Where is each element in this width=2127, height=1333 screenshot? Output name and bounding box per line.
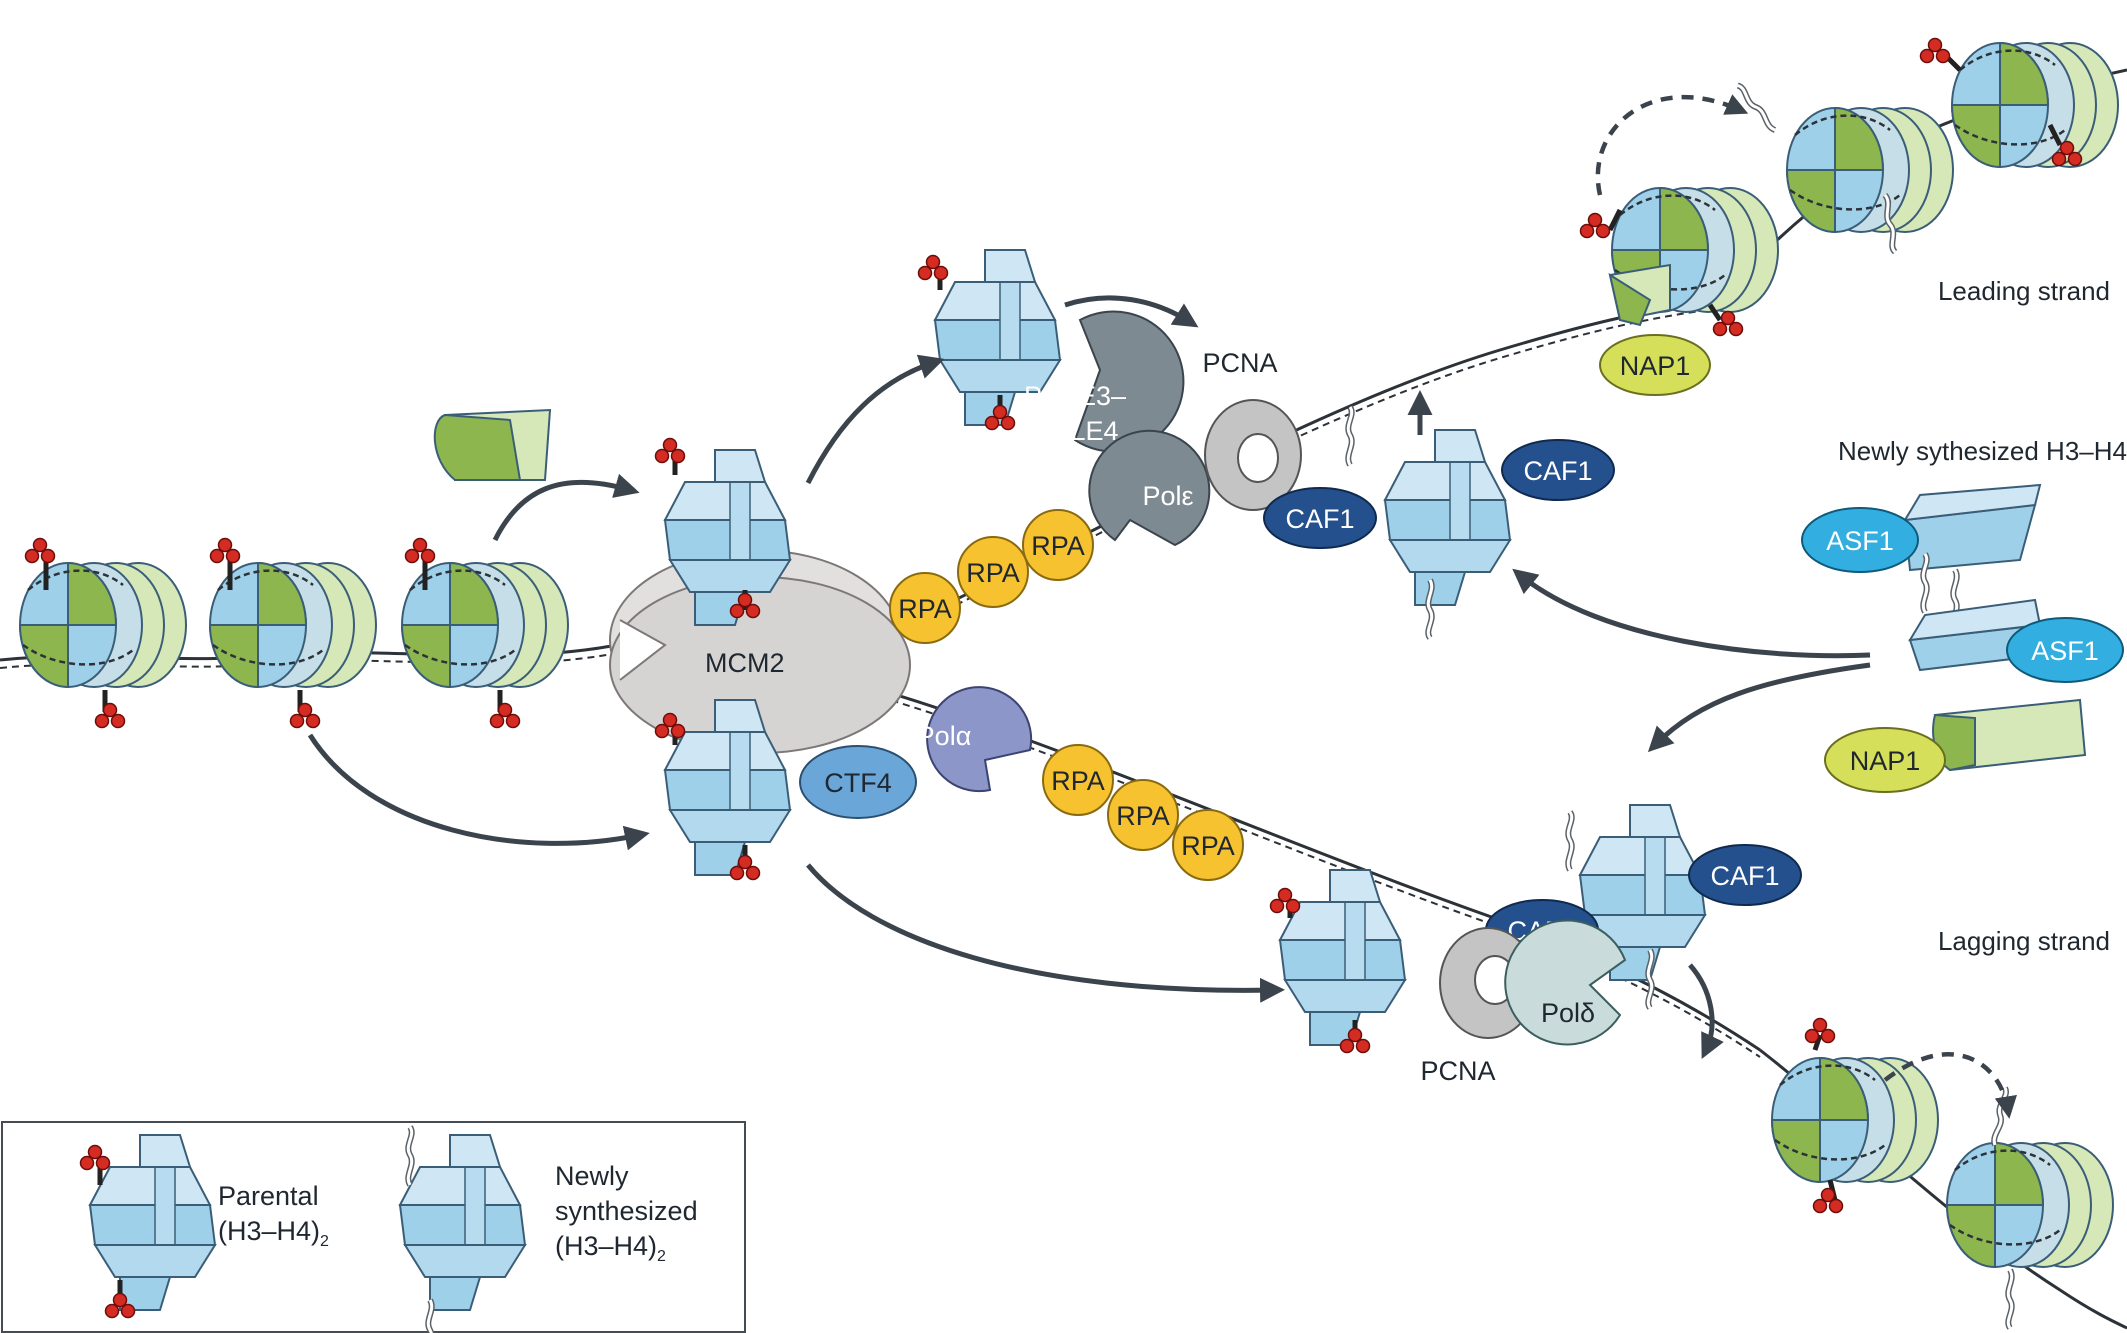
arrows xyxy=(307,94,2017,1119)
caf1-lagging-right: CAF1 xyxy=(1688,844,1802,906)
rpa-leading-1: RPA xyxy=(889,572,961,644)
pole34-label-line2: POLE4 xyxy=(1031,416,1118,446)
parental-h3h4-lagging xyxy=(1269,869,1406,1054)
leading-nucleosome-3 xyxy=(1919,37,2120,169)
rpa-lagging-2: RPA xyxy=(1107,779,1179,851)
legend-parental-line2: (H3–H4)2 xyxy=(218,1216,329,1250)
pcna-top-label: PCNA xyxy=(1202,348,1277,378)
svg-text:RPA: RPA xyxy=(1051,766,1105,796)
legend-new-line3: (H3–H4)2 xyxy=(555,1231,666,1265)
rpa-leading-3: RPA xyxy=(1022,509,1094,581)
rpa-lagging-group: RPA RPA RPA xyxy=(1042,744,1244,881)
parental-nucleosome-2 xyxy=(208,537,378,729)
nap1-free: NAP1 xyxy=(1824,698,2087,793)
pol-alpha-label: Polα xyxy=(917,721,972,751)
leading-strand-label: Leading strand xyxy=(1938,276,2110,306)
pcna-top: PCNA xyxy=(1202,348,1302,511)
svg-text:CAF1: CAF1 xyxy=(1523,456,1592,486)
rpa-lagging-3: RPA xyxy=(1172,809,1244,881)
caf1-leading-right: CAF1 xyxy=(1501,439,1615,501)
svg-text:ASF1: ASF1 xyxy=(2031,636,2099,666)
pol-alpha: Polα xyxy=(917,686,1033,793)
legend-new-line2: synthesized xyxy=(555,1196,698,1226)
lagging-nucleosome-2 xyxy=(1945,1088,2115,1328)
legend-parental-icon xyxy=(79,1134,216,1319)
lagging-strand-label: Lagging strand xyxy=(1938,926,2110,956)
asf1-new-h3h4-1: ASF1 xyxy=(1801,483,2042,628)
svg-text:RPA: RPA xyxy=(966,558,1020,588)
ctf4: CTF4 xyxy=(799,745,917,819)
nap1-leading: NAP1 xyxy=(1599,263,1711,396)
mcm2-label: MCM2 xyxy=(705,648,785,678)
pole34-label-line1: POLE3– xyxy=(1024,381,1126,411)
svg-text:RPA: RPA xyxy=(1031,531,1085,561)
rpa-leading-group: RPA RPA RPA xyxy=(889,509,1094,644)
svg-text:RPA: RPA xyxy=(1116,801,1170,831)
pol-delta-label: Polδ xyxy=(1541,998,1595,1028)
parental-nucleosome-3 xyxy=(400,537,570,729)
parental-nucleosome-1 xyxy=(18,537,188,729)
pole3-pole4: POLE3– POLE4 xyxy=(1024,310,1185,453)
parental-h3h4-with-pole34 xyxy=(917,249,1061,431)
svg-text:NAP1: NAP1 xyxy=(1620,351,1691,381)
new-h3h4-caf1-leading: CAF1 CAF1 xyxy=(1263,407,1615,638)
caf1-leading-left: CAF1 xyxy=(1263,487,1377,549)
pcna-bottom-label: PCNA xyxy=(1420,1056,1495,1086)
pol-delta: Polδ xyxy=(1504,919,1627,1046)
newly-synthesized-h3h4-label: Newly sythesized H3–H4 xyxy=(1838,436,2127,466)
svg-text:CAF1: CAF1 xyxy=(1710,861,1779,891)
legend-new-line1: Newly xyxy=(555,1161,629,1191)
svg-text:CAF1: CAF1 xyxy=(1285,504,1354,534)
asf1-new-h3h4-2: ASF1 xyxy=(1908,554,2124,683)
svg-text:RPA: RPA xyxy=(898,594,952,624)
lagging-nucleosome-1 xyxy=(1770,1017,1940,1214)
parental-h3h4-on-mcm2 xyxy=(654,437,791,626)
rpa-leading-2: RPA xyxy=(957,536,1029,608)
svg-text:RPA: RPA xyxy=(1181,831,1235,861)
pol-epsilon: Polε xyxy=(1088,429,1211,547)
ctf4-label: CTF4 xyxy=(824,768,892,798)
rpa-lagging-1: RPA xyxy=(1042,744,1114,816)
mcm2-helicase: MCM2 xyxy=(609,549,911,754)
legend: Parental (H3–H4)2 Newly synthesized (H3–… xyxy=(1,1121,746,1333)
h2a-h2b-dimer-icon xyxy=(433,408,552,481)
legend-parental-line1: Parental xyxy=(218,1181,319,1211)
pol-epsilon-label: Polε xyxy=(1142,481,1193,511)
svg-text:ASF1: ASF1 xyxy=(1826,526,1894,556)
leading-nucleosome-1 xyxy=(1579,186,1780,337)
parental-h3h4-with-ctf4 xyxy=(654,699,791,881)
svg-text:NAP1: NAP1 xyxy=(1850,746,1921,776)
